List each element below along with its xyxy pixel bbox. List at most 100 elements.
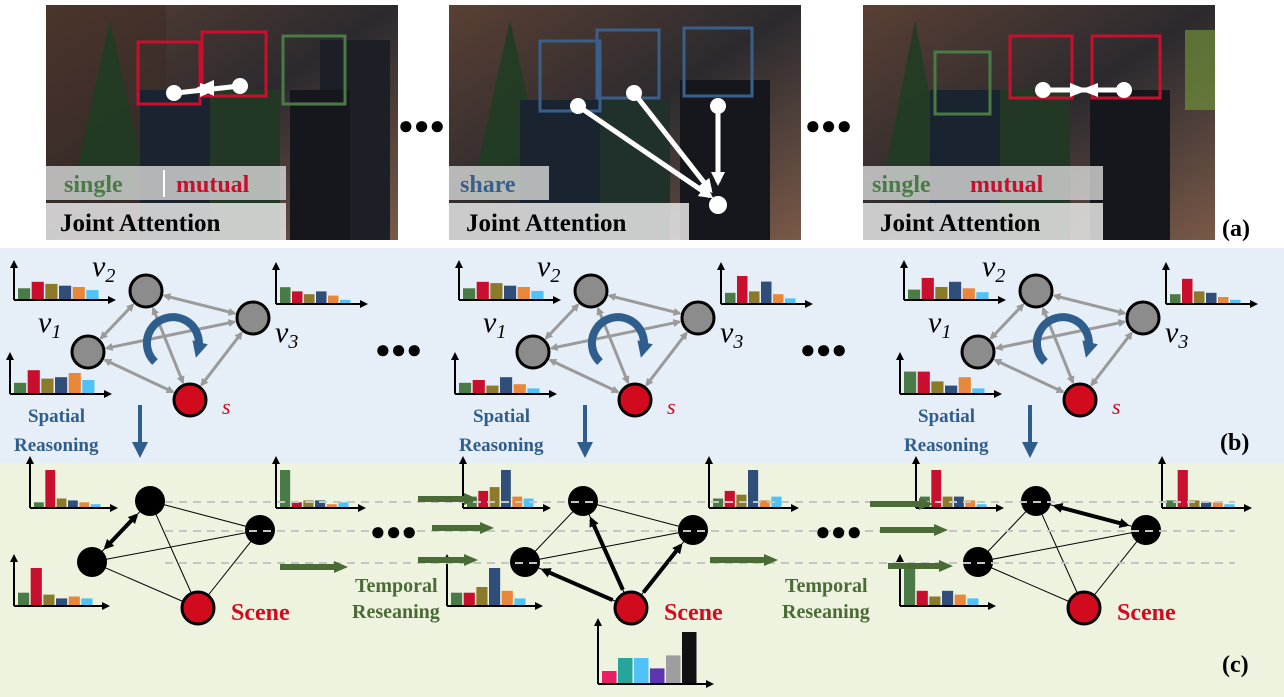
temporal-graph-2: Scene: [443, 456, 799, 626]
histogram-bar: [82, 380, 95, 394]
histogram-bar: [56, 598, 68, 606]
histogram-bar: [916, 590, 928, 606]
histogram-bar: [463, 288, 476, 300]
histogram-bar: [478, 490, 489, 508]
histogram-bar: [749, 291, 760, 304]
panel-c-tag: (c): [1222, 652, 1249, 678]
graph-edge: [977, 561, 1085, 609]
graph-edge: [1035, 500, 1085, 609]
frame-1: single mutual Joint Attention: [46, 5, 398, 240]
temporal-label-1-line2: Reseaning: [352, 601, 440, 623]
histogram-bar: [1224, 504, 1235, 508]
histogram-bar: [517, 287, 530, 300]
histogram-bar: [650, 668, 665, 684]
label-s: s: [667, 394, 676, 419]
histogram-bar: [500, 377, 513, 394]
histogram-bar: [1166, 500, 1177, 508]
scene-label: Scene: [231, 600, 290, 626]
histogram-bar: [490, 283, 503, 300]
scene-node: [1066, 590, 1102, 626]
histogram-bar: [1189, 500, 1200, 508]
node-v1: [515, 334, 551, 370]
bold-edge: [589, 516, 625, 591]
face-box-green: [933, 50, 992, 116]
histogram-bar: [489, 487, 500, 508]
histogram-bar: [972, 388, 985, 394]
spatial-edge: [103, 358, 175, 394]
spatial-reasoning-label-line2: Reasoning: [14, 435, 99, 456]
histogram-bar: [917, 371, 930, 394]
graph-node: [245, 515, 275, 545]
histogram-bar: [1218, 297, 1229, 304]
histogram-bar: [976, 292, 989, 300]
histogram-bar: [81, 598, 93, 606]
histogram-bar: [771, 496, 782, 508]
spatial-edge: [200, 331, 243, 387]
histogram-bar: [31, 281, 44, 300]
ellipsis-c1: ●●●: [370, 517, 417, 546]
histogram-bar: [724, 490, 735, 508]
ellipsis-b2: ●●●: [800, 335, 847, 364]
histogram-node-right: [272, 456, 366, 512]
histogram-bar: [55, 377, 68, 394]
histogram-v3: [1162, 262, 1258, 308]
histogram-node-left: [10, 554, 110, 610]
bold-edge: [540, 568, 614, 602]
histogram-bar: [931, 470, 942, 508]
histogram-bar: [463, 592, 475, 606]
ellipsis-b1: ●●●: [375, 335, 422, 364]
face-box-red: [1090, 34, 1162, 100]
histogram-bar: [501, 470, 511, 508]
histogram-bar: [476, 587, 488, 606]
histogram-bar: [942, 590, 954, 606]
temporal-label-1-line1: Temporal: [355, 575, 438, 597]
spatial-edge: [1052, 293, 1127, 316]
histogram-bar: [315, 500, 326, 508]
histogram-bar: [291, 502, 302, 508]
histogram-bar: [304, 294, 315, 304]
temporal-graph-1: Scene: [10, 456, 366, 626]
node-v2: [128, 273, 164, 309]
rotation-arrow-icon: [587, 313, 653, 365]
histogram-bar: [56, 498, 67, 508]
histogram-bar: [737, 276, 748, 304]
histogram-bar: [666, 655, 681, 684]
histogram-bar: [489, 568, 501, 606]
histogram-v2: [900, 260, 1006, 304]
node-s: [1062, 382, 1098, 418]
histogram-bar: [451, 592, 463, 606]
histogram-bar: [531, 290, 544, 300]
histogram-bar: [527, 388, 540, 394]
frame-1-caption: Joint Attention: [60, 210, 221, 237]
frame-3-mutual-label: mutual: [970, 172, 1044, 198]
histogram-bar: [713, 498, 724, 508]
face-box-blue: [538, 39, 602, 113]
node-s: [172, 382, 208, 418]
spatial-edge: [548, 358, 620, 394]
frame-1-single-label: single: [64, 172, 123, 198]
face-box-red: [200, 30, 268, 98]
node-v3: [1125, 300, 1161, 336]
histogram-bar: [340, 299, 351, 304]
histogram-bar: [1201, 502, 1212, 508]
histogram-bar: [965, 500, 976, 508]
spatial-reasoning-label-line1: Spatial: [28, 406, 85, 427]
histogram-bar: [785, 298, 796, 304]
face-box-red: [136, 40, 202, 106]
histogram-bar: [1206, 292, 1217, 304]
histogram-bar: [618, 658, 633, 684]
rotation-arrow-icon: [1032, 313, 1098, 365]
histogram-v2: [455, 260, 561, 304]
graph-node: [135, 486, 165, 516]
histogram-node-left: [443, 554, 543, 610]
histogram-bar: [1170, 294, 1181, 304]
histogram-bar: [748, 470, 759, 508]
histogram-v1: [451, 352, 557, 398]
histogram-bar: [18, 288, 31, 300]
graph-edge: [91, 561, 199, 609]
histogram-bar: [303, 500, 314, 508]
spatial-reasoning-label-line2: Reasoning: [904, 435, 989, 456]
spatial-reasoning-label-line1: Spatial: [473, 406, 530, 427]
